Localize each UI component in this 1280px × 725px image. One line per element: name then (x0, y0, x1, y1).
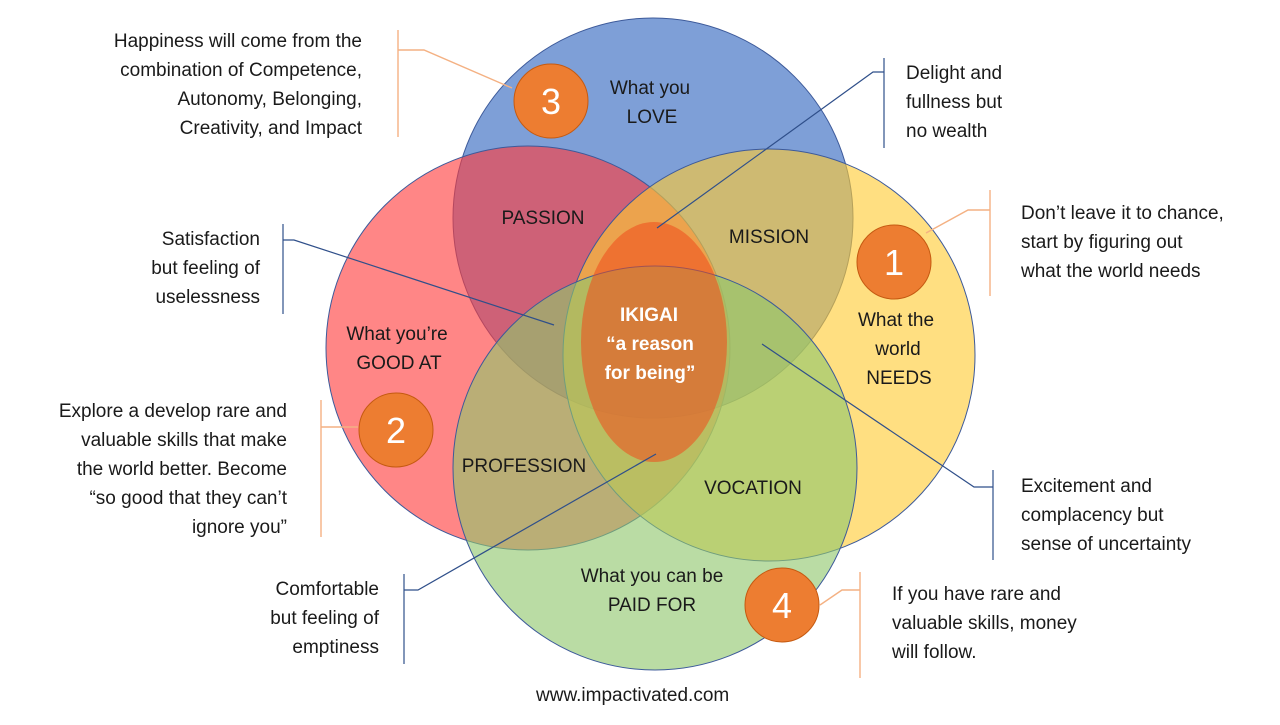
label-needs-line2: world (874, 339, 920, 360)
leader-line-satisfaction (283, 239, 555, 326)
label-love-line2: LOVE (627, 107, 678, 128)
label-needs-line1: What the (858, 310, 934, 331)
annotation-happiness: Happiness will come from the combination… (113, 31, 362, 139)
annotation-delight: Delight and fullness but no wealth (906, 63, 1003, 142)
svg-text:3: 3 (541, 81, 561, 122)
annotation-satisfaction: Satisfaction but feeling of uselessness (151, 229, 260, 308)
center-line3: for being” (605, 363, 696, 384)
svg-text:1: 1 (884, 242, 904, 283)
label-good-at-line2: GOOD AT (356, 353, 442, 374)
leader-line-delight (656, 71, 884, 229)
badge-3: 3 (513, 63, 589, 139)
annotation-money-will-follow: If you have rare and valuable skills, mo… (892, 584, 1077, 663)
label-passion: PASSION (501, 208, 584, 229)
label-profession: PROFESSION (462, 456, 587, 477)
leader-line-comfortable (404, 453, 657, 591)
footer-url: www.impactivated.com (536, 685, 730, 706)
annotation-comfortable: Comfortable but feeling of emptiness (270, 579, 379, 658)
svg-text:2: 2 (386, 410, 406, 451)
center-title: IKIGAI (620, 305, 678, 326)
annotation-dont-leave-it: Don’t leave it to chance, start by figur… (1021, 203, 1224, 282)
badge-4: 4 (744, 567, 820, 643)
label-love-line1: What you (610, 78, 690, 99)
accent-line-3 (398, 49, 513, 89)
label-needs-line3: NEEDS (866, 368, 931, 389)
svg-text:4: 4 (772, 585, 792, 626)
center-line2: “a reason (606, 334, 694, 355)
label-good-at-line1: What you’re (346, 324, 447, 345)
annotation-excitement: Excitement and complacency but sense of … (1021, 476, 1192, 555)
label-paid-line1: What you can be (581, 566, 724, 587)
label-paid-line2: PAID FOR (608, 595, 696, 616)
leader-line-excitement (761, 343, 993, 488)
annotation-explore: Explore a develop rare and valuable skil… (58, 401, 287, 538)
badge-2: 2 (358, 392, 434, 468)
accent-line-1 (925, 209, 990, 234)
badge-1: 1 (856, 224, 932, 300)
accent-line-4 (819, 589, 860, 606)
label-vocation: VOCATION (704, 478, 802, 499)
label-mission: MISSION (729, 227, 809, 248)
center-ikigai-region (581, 222, 727, 462)
